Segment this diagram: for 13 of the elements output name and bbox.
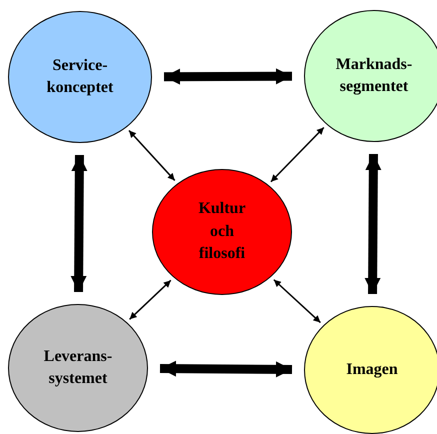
- double-arrow: [270, 126, 324, 182]
- double-arrow: [128, 130, 176, 181]
- node-label: Kultur och filosofi: [197, 199, 247, 264]
- double-arrow: [160, 360, 292, 378]
- double-arrow: [273, 279, 321, 324]
- double-arrow: [70, 154, 88, 292]
- node-label: Marknads- segmentet: [334, 54, 414, 97]
- double-arrow: [164, 68, 292, 85]
- double-arrow: [364, 154, 382, 294]
- node-label: Imagen: [345, 360, 399, 380]
- node-label: Leverans- systemet: [42, 346, 114, 389]
- node-label: Service- konceptet: [46, 56, 114, 98]
- double-arrow: [129, 280, 172, 320]
